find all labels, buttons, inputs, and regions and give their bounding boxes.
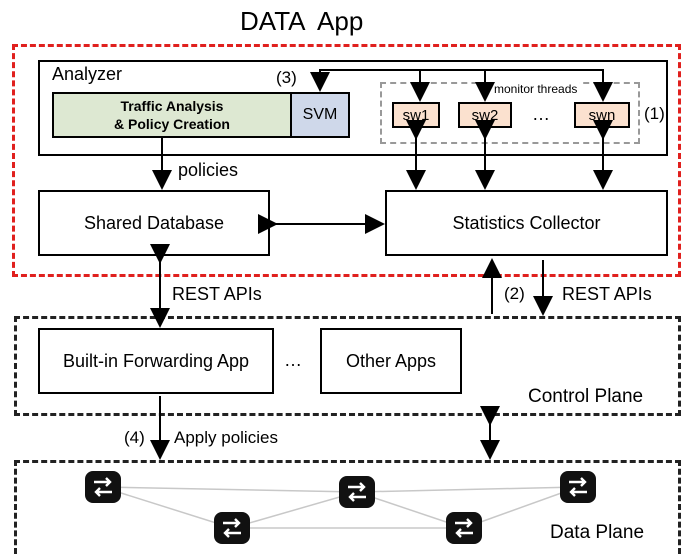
marker-1: (1) bbox=[644, 104, 665, 123]
network-switch-icon bbox=[445, 511, 483, 545]
other-apps-box: Other Apps bbox=[320, 328, 462, 394]
network-switch-icon bbox=[559, 470, 597, 504]
app-title: DATA App bbox=[240, 6, 364, 36]
traffic-analysis-box: Traffic Analysis & Policy Creation bbox=[52, 92, 292, 138]
statistics-collector-box: Statistics Collector bbox=[385, 190, 668, 256]
rest-apis-right-label: REST APIs bbox=[562, 284, 652, 304]
rest-apis-left-label: REST APIs bbox=[172, 284, 262, 304]
marker-2: (2) bbox=[504, 284, 525, 303]
control-plane-label: Control Plane bbox=[528, 386, 644, 407]
marker-3: (3) bbox=[276, 68, 297, 87]
monitor-threads-label: monitor threads bbox=[492, 82, 580, 96]
data-plane-frame bbox=[14, 460, 681, 554]
apps-ellipsis: … bbox=[284, 350, 302, 370]
network-switch-icon bbox=[338, 475, 376, 509]
apply-policies-label: Apply policies bbox=[174, 428, 278, 447]
network-switch-icon bbox=[213, 511, 251, 545]
policies-label: policies bbox=[178, 160, 239, 180]
network-switch-icon bbox=[84, 470, 122, 504]
control-plane-frame bbox=[14, 316, 681, 416]
marker-4: (4) bbox=[124, 428, 145, 447]
analyzer-label: Analyzer bbox=[52, 64, 123, 84]
builtin-forwarding-app-box: Built-in Forwarding App bbox=[38, 328, 274, 394]
switch-thread-ellipsis: … bbox=[532, 104, 550, 124]
svm-box: SVM bbox=[290, 92, 350, 138]
switch-thread-swn: swn bbox=[574, 102, 630, 128]
data-plane-label: Data Plane bbox=[550, 522, 645, 543]
data-app-frame bbox=[12, 44, 681, 277]
